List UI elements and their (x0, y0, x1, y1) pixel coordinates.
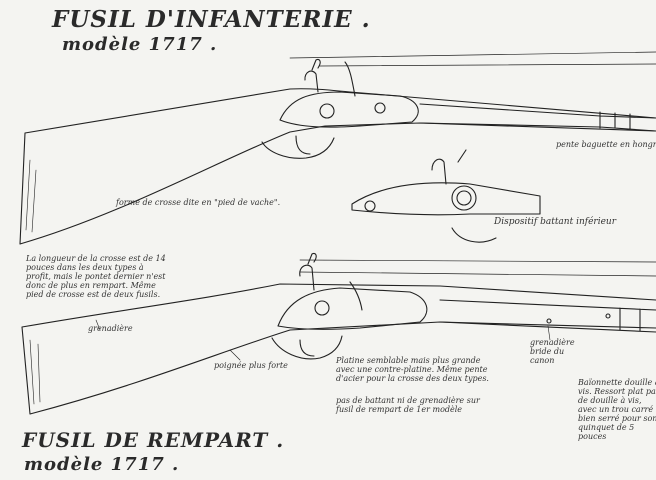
top-subtitle: modèle 1717 . (62, 34, 218, 55)
rampart-ramrod-lines (299, 259, 656, 277)
stock-shape-note: forme de crosse dite en "pied de vache". (116, 198, 281, 207)
infantry-lock-screw-2 (374, 102, 386, 114)
infantry-stock (19, 88, 656, 245)
rampart-variant-note: pas de battant ni de grenadière sur fusi… (336, 396, 480, 414)
annotation-leaders (95, 319, 551, 361)
infantry-barrel (419, 103, 656, 132)
top-title: FUSIL D'INFANTERIE . (52, 6, 371, 33)
rampart-lock-screw (314, 300, 330, 316)
rampart-barrel (439, 299, 656, 332)
rampart-stock (21, 283, 656, 415)
infantry-musket (19, 51, 656, 245)
bottom-title: FUSIL DE REMPART . (22, 428, 285, 452)
lockplate-note: Platine semblable mais plus grande avec … (336, 356, 489, 383)
socket-bayonet-note: Baïonnette douille à vis. Ressort plat p… (578, 378, 656, 441)
bayonet-note: pente baguette en hongre (556, 140, 656, 149)
rampart-musket (21, 252, 656, 415)
infantry-lockplate (279, 91, 419, 128)
barrel-band-note: grenadière bride du canon (530, 338, 575, 365)
rampart-trigger-guard (271, 335, 343, 360)
infantry-cock (304, 58, 321, 93)
rampart-butt-shading (29, 339, 41, 405)
grenadiere-note: grenadière (88, 324, 133, 333)
stock-length-note: La longueur de la crosse est de 14 pouce… (26, 254, 166, 299)
infantry-lock-screw (319, 103, 335, 119)
rampart-swivel (605, 313, 611, 319)
rampart-lockplate (277, 287, 428, 330)
grip-note: poignée plus forte (214, 361, 288, 370)
rampart-frizzen (349, 281, 363, 311)
infantry-ramrod-lines (289, 51, 656, 67)
infantry-trigger-guard (261, 135, 335, 159)
rampart-cock (299, 252, 317, 291)
rampart-barrel-band (546, 318, 552, 324)
infantry-butt-shading (25, 159, 37, 233)
lock-detail-view (351, 149, 541, 243)
lock-mechanism-note: Dispositif battant inférieur (494, 217, 617, 227)
bottom-subtitle: modèle 1717 . (24, 454, 180, 475)
infantry-frizzen (344, 61, 356, 97)
